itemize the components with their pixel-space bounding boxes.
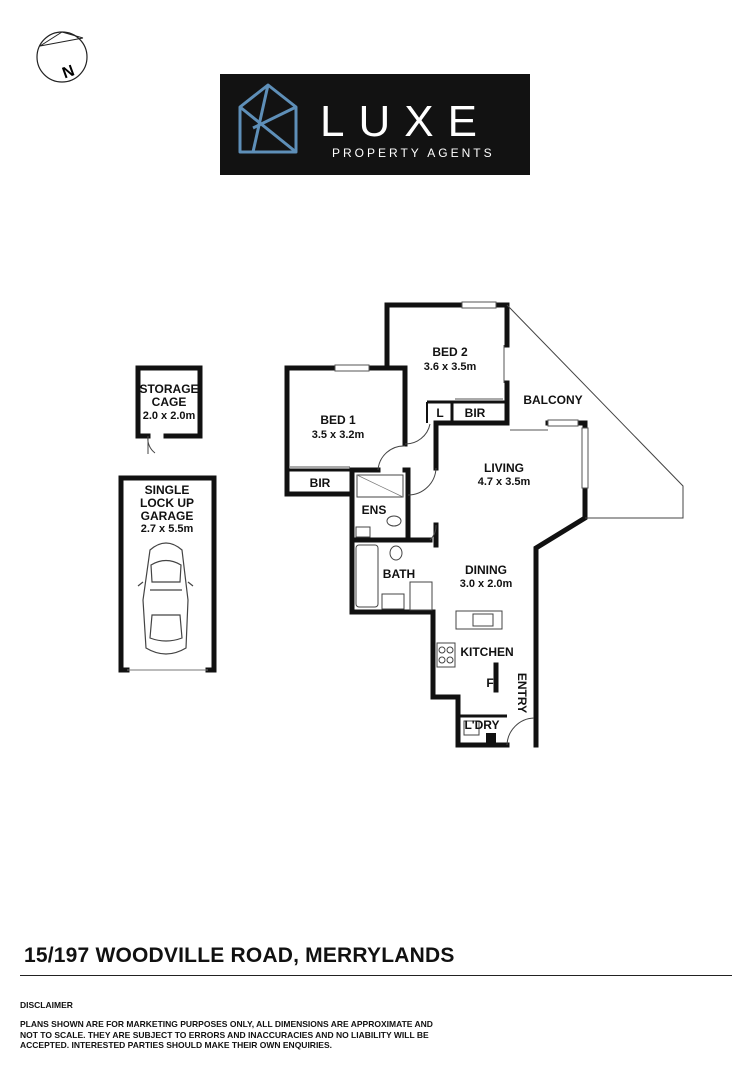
car-icon: [137, 542, 194, 655]
shower-icon: [356, 474, 404, 498]
fixtures: [355, 474, 503, 743]
bed2-bir-label: BIR: [465, 406, 486, 420]
toilet-icon-bath: [389, 545, 403, 561]
bathtub-icon: [355, 544, 379, 608]
dining-label: DINING: [465, 563, 507, 577]
garage-label-1: SINGLE: [145, 483, 190, 497]
logo-wordmark: LUXE: [320, 97, 491, 146]
laundry-tub-icon: [463, 720, 480, 736]
property-address: 15/197 WOODVILLE ROAD, MERRYLANDS: [24, 944, 455, 967]
bed1-label: BED 1: [320, 413, 356, 427]
balcony-label: BALCONY: [523, 393, 582, 407]
basin-icon-bath: [381, 593, 405, 610]
living-label: LIVING: [484, 461, 524, 475]
laundry-appliance-icon: [486, 733, 496, 743]
garage-label-2: LOCK UP: [140, 496, 194, 510]
entry-label: ENTRY: [515, 673, 529, 713]
house-outline-logo-icon: [238, 83, 298, 154]
living-dims: 4.7 x 3.5m: [478, 476, 531, 488]
disclaimer-text: PLANS SHOWN ARE FOR MARKETING PURPOSES O…: [20, 1019, 433, 1050]
bed2-label: BED 2: [432, 345, 468, 359]
luxe-logo: LUXE PROPERTY AGENTS: [220, 74, 530, 175]
kitchen-label: KITCHEN: [460, 645, 513, 659]
shower-icon-bath: [409, 581, 433, 611]
linen-label: L: [436, 406, 443, 420]
ens-label: ENS: [362, 503, 387, 517]
sink-icon: [472, 613, 494, 627]
toilet-icon: [386, 515, 402, 527]
bed1-bir-label: BIR: [310, 476, 331, 490]
bath-label: BATH: [383, 567, 415, 581]
north-arrow-icon: N: [36, 31, 88, 83]
divider: [20, 975, 732, 976]
storage-cage: STORAGE CAGE 2.0 x 2.0m: [135, 365, 203, 454]
compass-letter: N: [60, 62, 77, 82]
garage-label-3: GARAGE: [141, 509, 194, 523]
bed1-dims: 3.5 x 3.2m: [312, 429, 365, 441]
garage-dims: 2.7 x 5.5m: [141, 523, 194, 535]
disclaimer-title: DISCLAIMER: [20, 1000, 73, 1010]
dining-dims: 3.0 x 2.0m: [460, 578, 513, 590]
cooktop-icon: [436, 642, 456, 668]
laundry-label: L'DRY: [464, 718, 499, 732]
garage: SINGLE LOCK UP GARAGE 2.7 x 5.5m: [118, 475, 217, 673]
kitchen-bench: [455, 610, 503, 630]
storage-label-2: CAGE: [152, 395, 187, 409]
storage-label-1: STORAGE: [139, 382, 198, 396]
logo-tagline: PROPERTY AGENTS: [332, 146, 495, 160]
apartment-walls: [284, 301, 684, 748]
basin-icon: [355, 526, 371, 538]
storage-dims: 2.0 x 2.0m: [143, 410, 196, 422]
fridge-label: F: [486, 676, 493, 690]
bed2-dims: 3.6 x 3.5m: [424, 361, 477, 373]
